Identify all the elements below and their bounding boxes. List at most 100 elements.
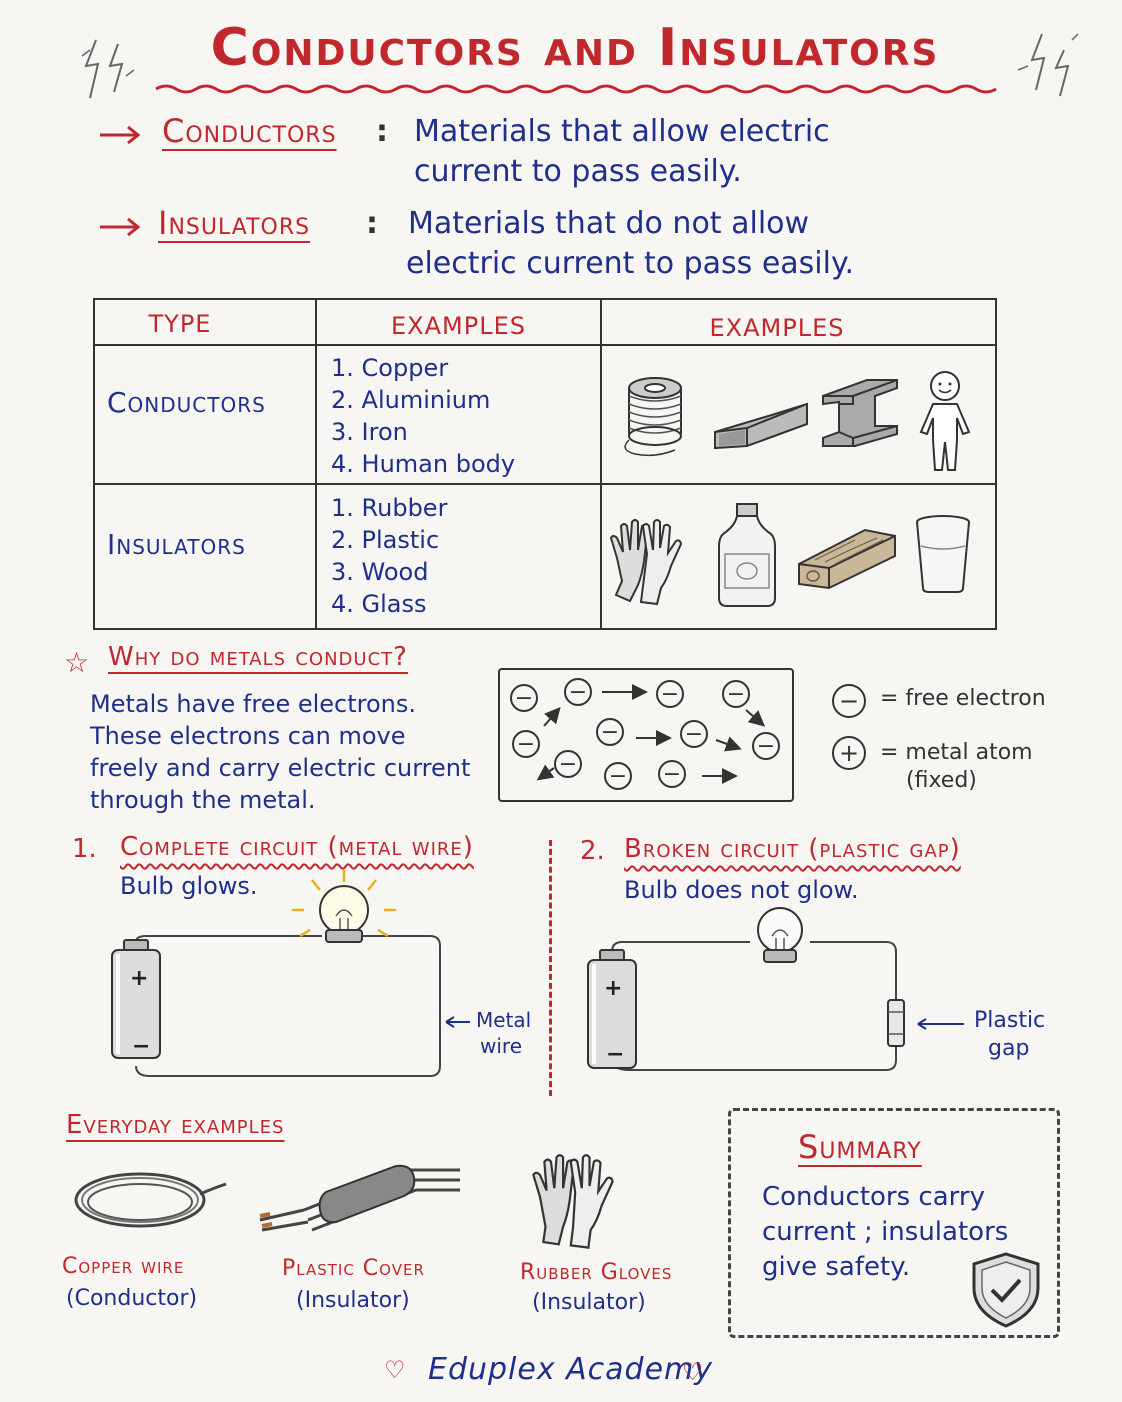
circuit-title: Complete circuit (metal wire) — [120, 832, 474, 862]
definition-term: Insulators — [158, 204, 311, 242]
wood-block-icon — [798, 528, 896, 590]
everyday-item-name: Copper wire — [62, 1254, 185, 1279]
definition-line: Materials that allow electric — [414, 114, 830, 149]
why-line: through the metal. — [90, 786, 316, 814]
everyday-item-name: Plastic Cover — [282, 1256, 425, 1281]
table-row-items: 1. Rubber 2. Plastic 3. Wood 4. Glass — [331, 492, 447, 620]
circuit-title: Broken circuit (plastic gap) — [624, 834, 961, 864]
table-header: EXAMPLES — [391, 312, 526, 340]
why-heading: Why do metals conduct? — [108, 642, 408, 672]
gap-label: Plastic — [974, 1008, 1046, 1033]
electron-dot: − — [658, 760, 686, 788]
legend-atom-note: (fixed) — [906, 768, 977, 793]
examples-table: TYPE EXAMPLES EXAMPLES Conductors 1. Cop… — [93, 298, 997, 630]
electron-dot: − — [752, 732, 780, 760]
summary-line: current ; insulators — [762, 1217, 1009, 1247]
rubber-gloves-icon — [609, 519, 683, 606]
human-figure-icon — [919, 371, 971, 471]
electron-dot: − — [680, 720, 708, 748]
electron-dot: − — [554, 750, 582, 778]
summary-text: Conductors carry current ; insulators gi… — [762, 1180, 1008, 1285]
legend-atom-symbol: + — [832, 736, 866, 770]
table-row-items: 1. Copper 2. Aluminium 3. Iron 4. Human … — [331, 352, 515, 480]
table-header: TYPE — [148, 310, 212, 338]
list-item: 2. Aluminium — [331, 386, 491, 414]
why-line: These electrons can move — [90, 722, 406, 750]
legend-atom-label: = metal atom — [880, 740, 1033, 765]
summary-line: give safety. — [762, 1252, 911, 1282]
arrow-right-icon — [100, 217, 141, 237]
definition-line: Materials that do not allow — [408, 206, 810, 241]
list-item: 4. Human body — [331, 450, 516, 478]
everyday-item-kind: (Conductor) — [66, 1286, 198, 1311]
heart-icon: ♡ — [682, 1358, 704, 1386]
broken-circuit-diagram — [587, 907, 964, 1071]
glass-cup-icon — [916, 515, 970, 593]
definition-term: Conductors — [162, 112, 337, 150]
list-item: 4. Glass — [331, 590, 427, 618]
electron-dot: − — [512, 730, 540, 758]
footer-brand: Eduplex Academy — [428, 1352, 714, 1387]
lightning-icon — [81, 39, 135, 99]
circuit-number: 1. — [72, 834, 97, 864]
bulb-glow-rays — [292, 870, 396, 938]
everyday-item-kind: (Insulator) — [532, 1290, 646, 1315]
list-item: 3. Wood — [331, 558, 429, 586]
electron-dot: − — [604, 762, 632, 790]
legend-electron-label: = free electron — [880, 686, 1046, 711]
definition-colon: : — [366, 206, 378, 241]
circuit-caption: Bulb does not glow. — [624, 876, 859, 904]
summary-box — [728, 1108, 1060, 1338]
plastic-cover-icon — [259, 1164, 460, 1232]
electron-dot: − — [596, 718, 624, 746]
list-item: 3. Iron — [331, 418, 408, 446]
battery-plus: + — [604, 976, 623, 1001]
wire-label: Metal — [476, 1008, 532, 1032]
definition-colon: : — [376, 114, 388, 149]
circuit-caption: Bulb glows. — [120, 872, 258, 900]
gap-label: gap — [988, 1036, 1030, 1061]
list-item: 1. Rubber — [331, 494, 448, 522]
summary-heading: Summary — [798, 1128, 922, 1166]
everyday-item-name: Rubber Gloves — [520, 1260, 673, 1285]
star-icon: ☆ — [64, 646, 90, 679]
electron-dot: − — [656, 680, 684, 708]
summary-line: Conductors carry — [762, 1182, 985, 1212]
battery-plus: + — [130, 966, 149, 991]
list-item: 2. Plastic — [331, 526, 440, 554]
table-row-type: Insulators — [107, 528, 246, 561]
electron-dot: − — [510, 684, 538, 712]
shield-check-icon — [972, 1252, 1040, 1328]
everyday-heading: Everyday examples — [66, 1110, 285, 1140]
rubber-gloves-icon — [532, 1154, 614, 1249]
definition-line: current to pass easily. — [414, 154, 742, 189]
complete-circuit-diagram — [111, 870, 470, 1077]
why-text: Metals have free electrons. These electr… — [90, 688, 470, 816]
definition-line: electric current to pass easily. — [406, 246, 854, 281]
circuit-number: 2. — [580, 836, 605, 866]
electron-dot: − — [564, 678, 592, 706]
wire-label: wire — [480, 1034, 523, 1058]
lightning-icon — [1017, 33, 1079, 97]
battery-minus: − — [606, 1042, 625, 1067]
everyday-item-kind: (Insulator) — [296, 1288, 410, 1313]
table-row-type: Conductors — [107, 386, 266, 419]
electron-arrows — [536, 684, 766, 784]
heart-icon: ♡ — [384, 1356, 406, 1384]
legend-electron-symbol: − — [832, 684, 866, 718]
table-header: EXAMPLES — [709, 314, 845, 342]
copper-coil-icon — [624, 377, 682, 457]
circuit-divider — [549, 840, 552, 1096]
copper-wire-icon — [74, 1172, 227, 1228]
arrow-right-icon — [100, 125, 141, 145]
why-line: freely and carry electric current — [90, 754, 471, 782]
battery-minus: − — [132, 1034, 151, 1059]
plastic-bottle-icon — [718, 503, 776, 607]
why-line: Metals have free electrons. — [90, 690, 417, 718]
title-wavy-underline — [155, 84, 997, 94]
electron-dot: − — [722, 680, 750, 708]
aluminium-bar-icon — [714, 402, 808, 450]
page-title: Conductors and Insulators — [210, 18, 940, 78]
electron-diagram — [498, 668, 794, 802]
iron-beam-icon — [822, 379, 898, 447]
